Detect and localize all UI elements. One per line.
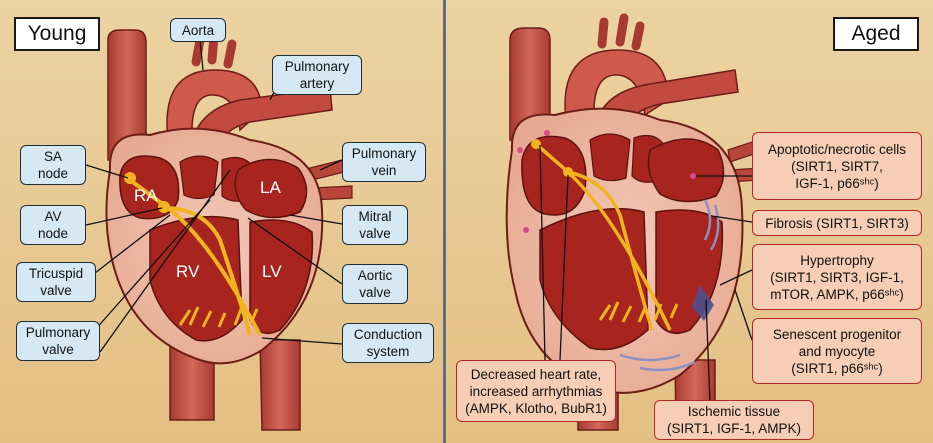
av-node-label: AV node <box>20 205 86 245</box>
la-label: LA <box>260 178 281 198</box>
ischemic-tissue-label: Ischemic tissue (SIRT1, IGF-1, AMPK) <box>654 400 814 440</box>
pulmonary-vein-label: Pulmonary vein <box>342 142 426 182</box>
senescent-label: Senescent progenitor and myocyte (SIRT1,… <box>752 318 922 384</box>
decreased-heart-rate-label: Decreased heart rate, increased arrhythm… <box>456 360 616 422</box>
ra-label: RA <box>134 186 158 206</box>
apoptotic-cells-label: Apoptotic/necrotic cells (SIRT1, SIRT7, … <box>752 132 922 200</box>
pulmonary-artery-label: Pulmonary artery <box>272 55 362 95</box>
mitral-valve-label: Mitral valve <box>342 205 408 245</box>
lv-label: LV <box>262 262 282 282</box>
aortic-valve-label: Aortic valve <box>342 264 408 304</box>
fibrosis-label: Fibrosis (SIRT1, SIRT3) <box>752 210 922 236</box>
conduction-system-label: Conduction system <box>342 323 434 363</box>
aged-title: Aged <box>833 17 919 51</box>
tricuspid-valve-label: Tricuspid valve <box>16 262 96 302</box>
aorta-label: Aorta <box>170 18 226 42</box>
rv-label: RV <box>176 262 199 282</box>
hypertrophy-label: Hypertrophy (SIRT1, SIRT3, IGF-1, mTOR, … <box>752 244 922 310</box>
sa-node-label: SA node <box>20 145 86 185</box>
young-title: Young <box>14 17 100 51</box>
pulmonary-valve-label: Pulmonary valve <box>16 321 100 361</box>
